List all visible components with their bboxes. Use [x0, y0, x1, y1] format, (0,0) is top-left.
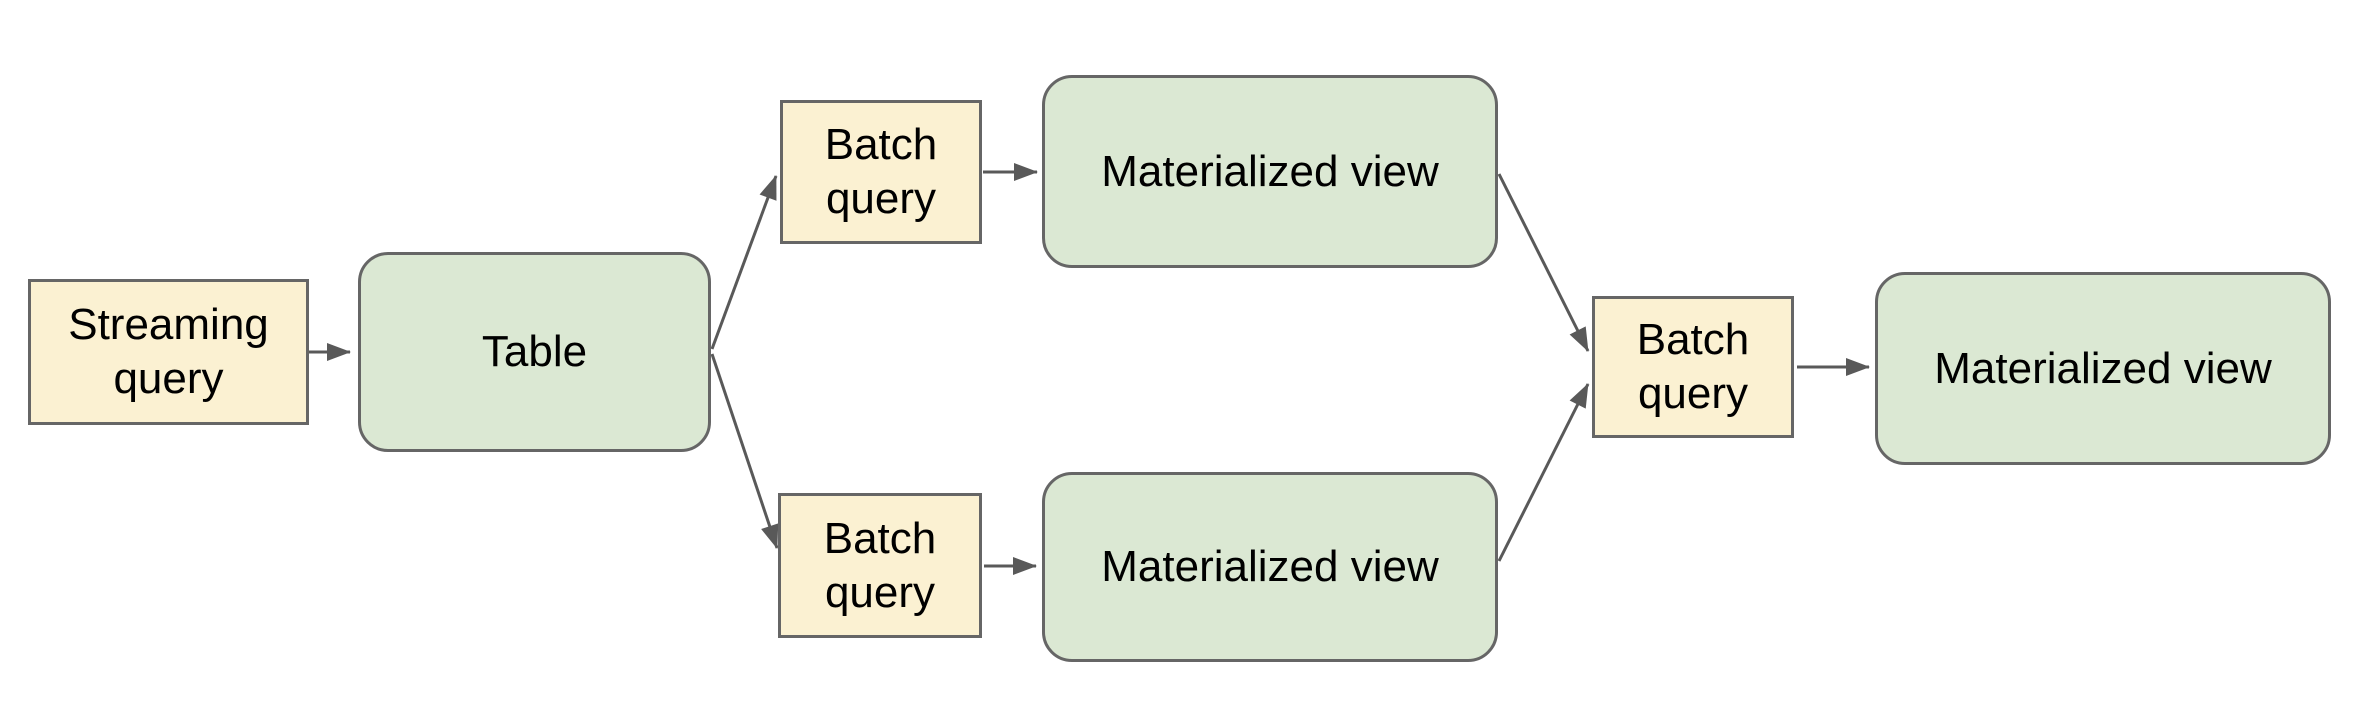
- node-materialized-view-bottom-label: Materialized view: [1101, 542, 1439, 591]
- node-batch-query-top-label: Batch query: [824, 120, 938, 223]
- node-batch-query-top: Batch query: [780, 100, 982, 244]
- node-batch-query-bottom: Batch query: [778, 493, 982, 638]
- edge-materialized-view-bottom-to-batch-query-merge: [1497, 383, 1590, 562]
- node-materialized-view-top-label: Materialized view: [1101, 146, 1439, 196]
- node-materialized-view-final-label: Materialized view: [1934, 343, 2272, 393]
- node-materialized-view-top: Materialized view: [1042, 75, 1498, 268]
- node-streaming-query: Streaming query: [28, 279, 309, 425]
- node-batch-query-merge: Batch query: [1592, 296, 1794, 438]
- node-batch-query-merge-label: Batch query: [1636, 315, 1750, 418]
- node-materialized-view-final: Materialized view: [1875, 272, 2331, 465]
- node-table: Table: [358, 252, 711, 452]
- edge-table-to-batch-query-bottom: [710, 353, 779, 549]
- edge-table-to-batch-query-top: [710, 175, 778, 350]
- node-materialized-view-bottom: Materialized view: [1042, 472, 1498, 662]
- node-table-label: Table: [481, 327, 588, 376]
- edge-materialized-view-top-to-batch-query-merge: [1497, 173, 1590, 352]
- node-batch-query-bottom-label: Batch query: [823, 513, 937, 617]
- node-streaming-query-label: Streaming query: [68, 300, 269, 403]
